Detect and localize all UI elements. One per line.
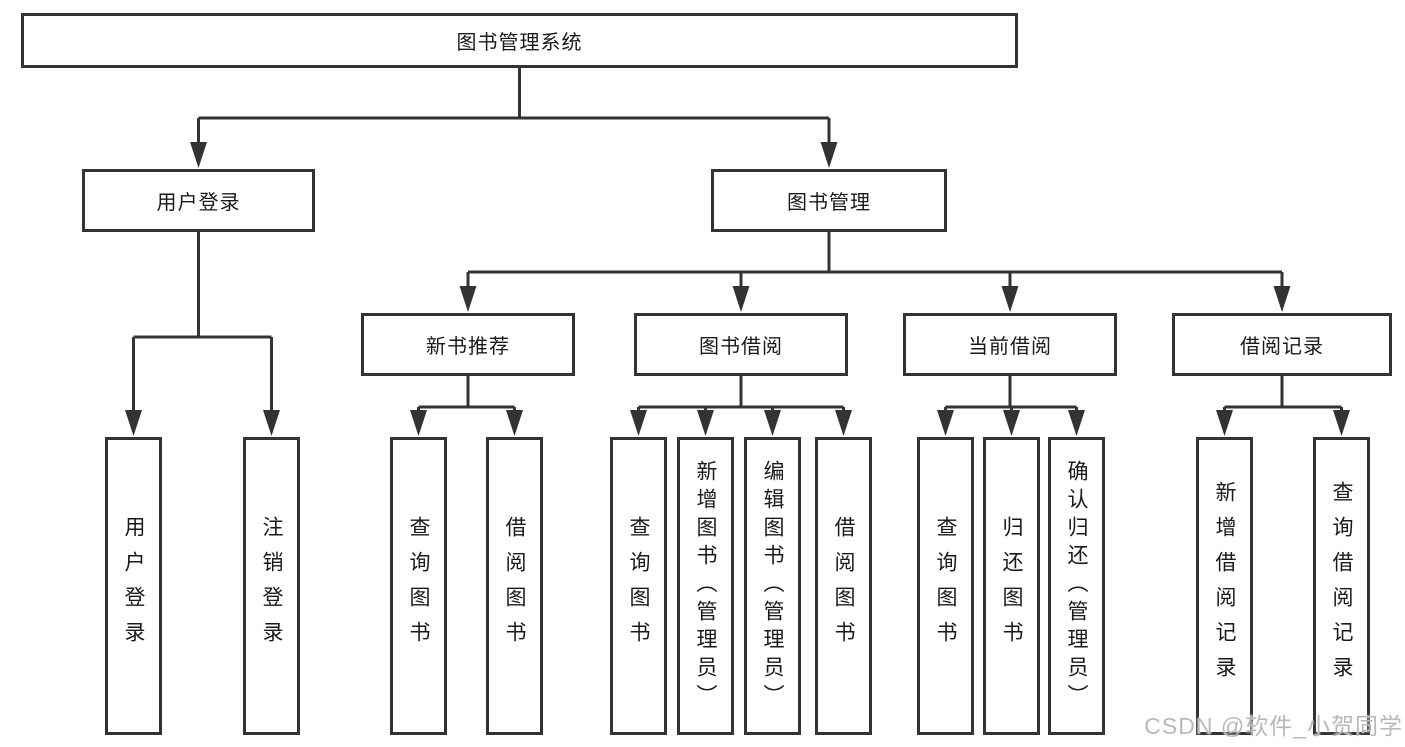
node-label: 当前借阅: [968, 336, 1052, 358]
edge-current-borrow-children: [937, 376, 1085, 436]
leaf-label: 归还图书: [1000, 516, 1023, 656]
leaf-label: 借阅图书: [832, 516, 855, 656]
node-user-login: 用户登录: [82, 169, 315, 232]
leaf-label: 查询图书: [934, 516, 957, 656]
node-book-borrow: 图书借阅: [634, 313, 848, 376]
leaf-borrow-books-2: 借阅图书: [815, 437, 872, 735]
leaf-label: 查询图书: [407, 516, 430, 656]
node-current-borrow: 当前借阅: [903, 313, 1117, 376]
leaf-add-books-admin: 新增图书（管理员）: [677, 437, 734, 735]
edge-book-borrow-children: [630, 376, 852, 436]
node-new-book-recommend: 新书推荐: [361, 313, 575, 376]
node-label: 图书管理: [787, 192, 871, 214]
leaf-query-books-3: 查询图书: [917, 437, 974, 735]
leaf-add-borrow-record: 新增借阅记录: [1196, 437, 1253, 735]
node-label: 新书推荐: [426, 336, 510, 358]
node-borrow-records: 借阅记录: [1172, 313, 1392, 376]
node-label: 用户登录: [156, 192, 241, 214]
leaf-label: 借阅图书: [503, 516, 526, 656]
csdn-watermark: CSDN @软件_小贺同学: [1144, 713, 1403, 739]
leaf-label: 确认归还（管理员）: [1065, 460, 1088, 712]
leaf-label: 新增借阅记录: [1213, 481, 1236, 691]
node-book-management-system: 图书管理系统: [21, 13, 1018, 68]
node-book-management: 图书管理: [711, 169, 947, 232]
leaf-label: 注销登录: [260, 516, 283, 656]
leaf-confirm-return-admin: 确认归还（管理员）: [1048, 437, 1105, 735]
leaf-borrow-books-1: 借阅图书: [486, 437, 543, 735]
edge-borrow-records-children: [1216, 376, 1350, 436]
leaf-query-books-1: 查询图书: [390, 437, 447, 735]
edge-root-to-level2: [190, 68, 838, 168]
node-label: 图书管理系统: [456, 32, 583, 54]
edge-user-login-children: [125, 232, 280, 436]
leaf-label: 查询借阅记录: [1330, 481, 1353, 691]
leaf-query-borrow-record: 查询借阅记录: [1313, 437, 1370, 735]
leaf-label: 用户登录: [122, 516, 145, 656]
edge-new-book-recommend-children: [410, 376, 523, 436]
node-label: 借阅记录: [1240, 336, 1324, 358]
leaf-label: 编辑图书（管理员）: [761, 460, 784, 712]
leaf-label: 新增图书（管理员）: [694, 460, 717, 712]
leaf-return-books: 归还图书: [983, 437, 1040, 735]
edge-book-management-children: [459, 232, 1291, 312]
leaf-query-books-2: 查询图书: [610, 437, 667, 735]
leaf-user-login: 用户登录: [105, 437, 162, 735]
leaf-label: 查询图书: [627, 516, 650, 656]
leaf-edit-books-admin: 编辑图书（管理员）: [744, 437, 801, 735]
node-label: 图书借阅: [699, 336, 783, 358]
leaf-logout: 注销登录: [243, 437, 300, 735]
